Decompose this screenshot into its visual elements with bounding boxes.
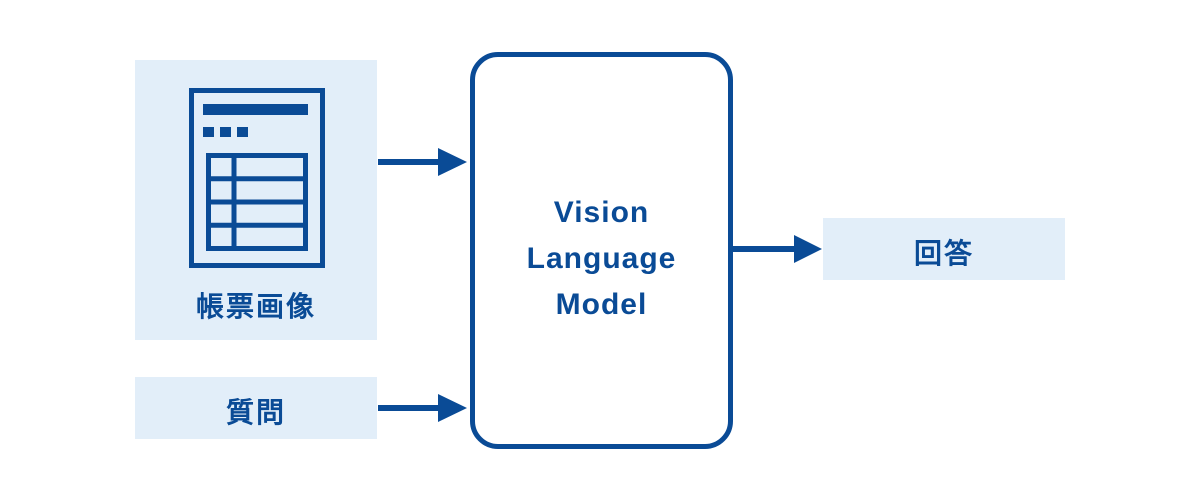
- model-label-line-1: Vision: [553, 196, 650, 229]
- vision-language-model-box: Vision Language Model: [470, 52, 733, 449]
- arrow-document-to-model: [378, 148, 467, 176]
- question-label: 質問: [225, 396, 286, 429]
- document-image-panel: 帳票画像: [135, 60, 377, 340]
- answer-label: 回答: [913, 237, 974, 270]
- arrow-question-to-model: [378, 394, 467, 422]
- model-label-line-3: Model: [555, 288, 648, 321]
- arrow-model-to-answer: [728, 235, 822, 263]
- document-form-icon: [189, 88, 325, 268]
- model-label-line-2: Language: [526, 242, 677, 275]
- model-label: Vision Language Model: [475, 190, 728, 328]
- answer-panel: 回答: [823, 218, 1065, 280]
- document-image-label: 帳票画像: [195, 290, 316, 323]
- question-panel: 質問: [135, 377, 377, 439]
